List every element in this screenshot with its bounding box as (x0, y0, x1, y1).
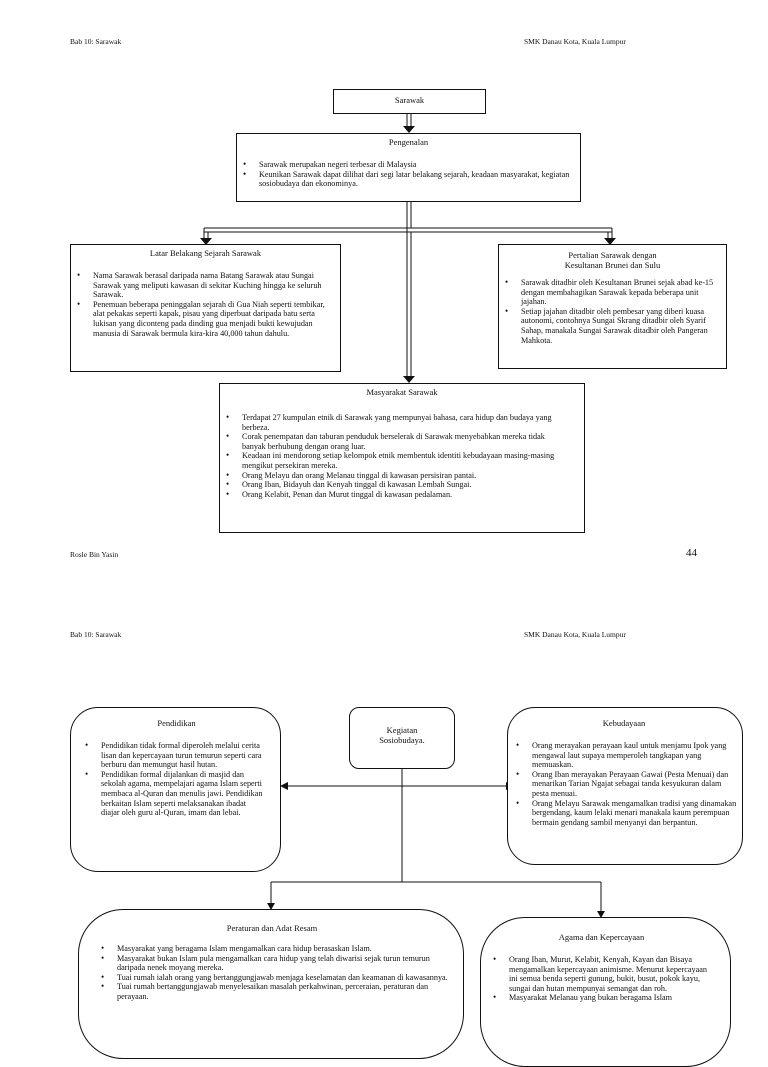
pertalian-box: Pertalian Sarawak dengan Kesultanan Brun… (498, 244, 727, 369)
page1-connectors (200, 114, 616, 383)
sarawak-title: Sarawak (394, 95, 425, 105)
masyarakat-item-3: Keadaan ini mendorong setiap kelompok et… (220, 451, 564, 470)
pertalian-item-1: Sarawak ditadbir oleh Kesultanan Brunei … (499, 278, 720, 307)
latar-belakang-item-1: Nama Sarawak berasal daripada nama Batan… (71, 271, 334, 300)
kebudayaan-title: Kebudayaan (602, 718, 646, 728)
pertalian-title-line1: Pertalian Sarawak dengan (568, 250, 657, 260)
sarawak-box: Sarawak (333, 89, 486, 114)
agama-box: Agama dan Kepercayaan Orang Iban, Murut,… (480, 917, 731, 1067)
latar-belakang-title: Latar Belakang Sejarah Sarawak (149, 248, 262, 258)
peraturan-item-2: Masyarakat bukan Islam pula mengamalkan … (95, 954, 449, 973)
latar-belakang-item-2: Penemuan beberapa peninggalan sejarah di… (71, 300, 334, 338)
kebudayaan-item-3: Orang Melayu Sarawak mengamalkan tradisi… (510, 799, 738, 828)
kegiatan-title-line1: Kegiatan (386, 725, 418, 735)
pengenalan-title: Pengenalan (388, 137, 429, 147)
latar-belakang-box: Latar Belakang Sejarah Sarawak Nama Sara… (70, 244, 341, 372)
masyarakat-item-2: Corak penempatan dan taburan penduduk be… (220, 432, 564, 451)
pengenalan-item-1: Sarawak merupakan negeri terbesar di Mal… (237, 160, 572, 170)
masyarakat-item-1: Terdapat 27 kumpulan etnik di Sarawak ya… (220, 413, 564, 432)
kebudayaan-item-2: Orang Iban merayakan Perayaan Gawai (Pes… (510, 770, 738, 799)
pertalian-title-line2: Kesultanan Brunei dan Sulu (564, 260, 661, 270)
peraturan-title: Peraturan dan Adat Resam (226, 923, 318, 933)
header-right: SMK Danau Kota, Kuala Lumpur (524, 37, 626, 46)
pengenalan-box: Pengenalan Sarawak merupakan negeri terb… (236, 133, 581, 202)
masyarakat-item-4: Orang Melayu dan orang Melanau tinggal d… (220, 471, 564, 481)
pengenalan-item-2: Keunikan Sarawak dapat dilihat dari segi… (237, 170, 572, 189)
header-left: Bab 10: Sarawak (70, 37, 122, 46)
masyarakat-title: Masyarakat Sarawak (366, 387, 438, 397)
pendidikan-title: Pendidikan (157, 718, 196, 728)
page-number: 44 (686, 547, 697, 559)
kebudayaan-box: Kebudayaan Orang merayakan perayaan kaul… (507, 707, 743, 865)
kegiatan-title-line2: Sosiobudaya. (379, 735, 425, 745)
footer-author: Rosle Bin Yasin (70, 550, 119, 559)
peraturan-item-4: Tuai rumah bertanggungjawab menyelesaika… (95, 982, 449, 1001)
agama-item-2: Masyarakat Melanau yang bukan beragama I… (487, 993, 716, 1003)
pertalian-item-2: Setiap jajahan ditadbir oleh pembesar ya… (499, 307, 720, 345)
masyarakat-item-5: Orang Iban, Bidayuh dan Kenyah tinggal d… (220, 480, 564, 490)
kebudayaan-item-1: Orang merayakan perayaan kaul untuk menj… (510, 741, 738, 770)
agama-title: Agama dan Kepercayaan (558, 932, 645, 942)
peraturan-box: Peraturan dan Adat Resam Masyarakat yang… (78, 909, 464, 1059)
pendidikan-item-2: Pendidikan formal dijalankan di masjid d… (79, 770, 266, 818)
agama-item-1: Orang Iban, Murut, Kelabit, Kenyah, Kaya… (487, 955, 716, 993)
masyarakat-box: Masyarakat Sarawak Terdapat 27 kumpulan … (219, 383, 585, 533)
masyarakat-item-6: Orang Kelabit, Penan dan Murut tinggal d… (220, 490, 564, 500)
page2-header-left: Bab 10: Sarawak (70, 630, 122, 639)
page2-header-right: SMK Danau Kota, Kuala Lumpur (524, 630, 626, 639)
kegiatan-box: Kegiatan Sosiobudaya. (349, 707, 455, 769)
peraturan-item-1: Masyarakat yang beragama Islam mengamalk… (95, 944, 449, 954)
peraturan-item-3: Tuai rumah ialah orang yang bertanggungj… (95, 973, 449, 983)
pendidikan-box: Pendidikan Pendidikan tidak formal diper… (70, 707, 281, 872)
pendidikan-item-1: Pendidikan tidak formal diperoleh melalu… (79, 741, 266, 770)
